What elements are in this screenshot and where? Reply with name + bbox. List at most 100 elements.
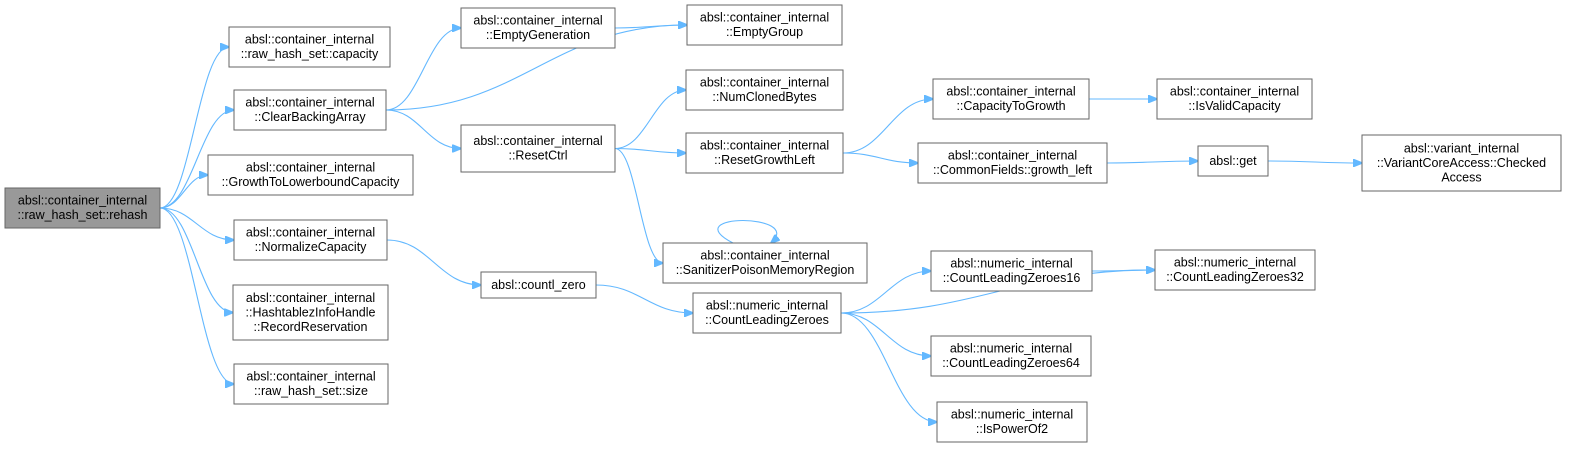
node-label-line: ::CountLeadingZeroes <box>705 313 829 327</box>
node-emptyGroup[interactable]: absl::container_internal::EmptyGroup <box>686 4 843 46</box>
edge-resetCtrl-to-numCloned <box>614 90 686 150</box>
node-label-line: ::EmptyGroup <box>726 25 803 39</box>
node-box <box>1361 134 1562 192</box>
node-rehash[interactable]: absl::container_internal::raw_hash_set::… <box>4 187 161 229</box>
edge-resetCtrl-to-resetGrowth <box>614 147 686 154</box>
node-label-line: ::CountLeadingZeroes16 <box>943 271 1081 285</box>
node-label-line: ::IsValidCapacity <box>1188 99 1281 113</box>
node-clearBacking[interactable]: absl::container_internal::ClearBackingAr… <box>233 89 387 131</box>
node-isPow2[interactable]: absl::numeric_internal::IsPowerOf2 <box>936 401 1088 443</box>
edge-clz-to-clz16 <box>840 271 931 314</box>
node-label-line: absl::container_internal <box>473 14 602 28</box>
node-box <box>692 292 842 334</box>
node-label-line: ::HashtablezInfoHandle <box>246 305 376 319</box>
edge-get-to-checkedAccess <box>1267 161 1362 163</box>
node-label-line: ::CountLeadingZeroes32 <box>1166 270 1304 284</box>
node-checkedAccess[interactable]: absl::variant_internal::VariantCoreAcces… <box>1361 134 1562 192</box>
node-box <box>207 154 414 196</box>
edge-resetGrowth-to-capToGrowth <box>842 99 933 154</box>
node-label-line: absl::container_internal <box>246 370 375 384</box>
node-label-line: ::CapacityToGrowth <box>956 99 1065 113</box>
node-resetCtrl[interactable]: absl::container_internal::ResetCtrl <box>460 124 616 173</box>
node-label-line: absl::container_internal <box>700 76 829 90</box>
edge-clearBacking-to-emptyGroup <box>385 25 687 111</box>
edge-rehash-to-size <box>159 207 234 384</box>
node-label-line: ::NormalizeCapacity <box>255 240 368 254</box>
edge-rehash-to-capacity <box>159 47 229 209</box>
node-size[interactable]: absl::container_internal::raw_hash_set::… <box>233 363 389 405</box>
node-box <box>686 4 843 46</box>
node-label-line: absl::container_internal <box>246 226 375 240</box>
edge-resetGrowth-to-growthLeft <box>842 152 918 163</box>
node-capToGrowth[interactable]: absl::container_internal::CapacityToGrow… <box>932 78 1090 120</box>
edge-resetCtrl-to-sanitizer <box>614 147 663 264</box>
edge-rehash-to-recordRes <box>159 207 233 313</box>
edge-layer <box>159 25 1362 422</box>
node-label-line: absl::numeric_internal <box>950 257 1072 271</box>
node-label-line: absl::container_internal <box>946 85 1075 99</box>
node-label-line: ::ResetCtrl <box>508 149 567 163</box>
node-layer: absl::container_internal::raw_hash_set::… <box>4 4 1562 443</box>
node-box <box>936 401 1088 443</box>
node-box <box>685 132 844 174</box>
node-label-line: absl::container_internal <box>700 249 829 263</box>
node-label-line: absl::numeric_internal <box>1174 256 1296 270</box>
edge-clearBacking-to-emptyGen <box>385 28 461 111</box>
node-normalize[interactable]: absl::container_internal::NormalizeCapac… <box>233 219 388 261</box>
node-box <box>930 250 1093 292</box>
node-label-line: absl::numeric_internal <box>950 342 1072 356</box>
node-box <box>917 142 1108 184</box>
node-sanitizer[interactable]: absl::container_internal::SanitizerPoiso… <box>662 242 868 284</box>
node-clz32[interactable]: absl::numeric_internal::CountLeadingZero… <box>1154 249 1316 291</box>
node-label-line: ::VariantCoreAccess::Checked <box>1377 156 1546 170</box>
node-numCloned[interactable]: absl::container_internal::NumClonedBytes <box>685 69 844 111</box>
edge-clz16-to-clz32 <box>1091 270 1155 271</box>
node-label-line: ::ResetGrowthLeft <box>714 153 815 167</box>
node-label-line: ::IsPowerOf2 <box>976 422 1048 436</box>
node-label-line: ::CommonFields::growth_left <box>933 163 1093 177</box>
node-label-line: ::EmptyGeneration <box>486 28 590 42</box>
edge-emptyGen-to-emptyGroup <box>614 25 687 28</box>
node-box <box>460 124 616 173</box>
node-label-line: ::NumClonedBytes <box>712 90 816 104</box>
node-clz[interactable]: absl::numeric_internal::CountLeadingZero… <box>692 292 842 334</box>
node-label-line: absl::container_internal <box>246 161 375 175</box>
node-isValidCap[interactable]: absl::container_internal::IsValidCapacit… <box>1156 78 1313 120</box>
node-label-line: absl::container_internal <box>245 33 374 47</box>
node-box <box>930 335 1092 377</box>
node-box <box>932 78 1090 120</box>
node-growthLeft[interactable]: absl::container_internal::CommonFields::… <box>917 142 1108 184</box>
node-label-line: ::SanitizerPoisonMemoryRegion <box>676 263 855 277</box>
node-box <box>232 284 389 341</box>
node-label-line: absl::container_internal <box>700 139 829 153</box>
node-box <box>685 69 844 111</box>
node-clz64[interactable]: absl::numeric_internal::CountLeadingZero… <box>930 335 1092 377</box>
node-label-line: absl::get <box>1209 154 1257 168</box>
node-capacity[interactable]: absl::container_internal::raw_hash_set::… <box>228 26 391 68</box>
node-get[interactable]: absl::get <box>1197 145 1269 177</box>
node-box <box>4 187 161 229</box>
node-label-line: absl::container_internal <box>246 291 375 305</box>
node-box <box>233 219 388 261</box>
node-emptyGen[interactable]: absl::container_internal::EmptyGeneratio… <box>460 7 616 49</box>
node-recordRes[interactable]: absl::container_internal::HashtablezInfo… <box>232 284 389 341</box>
node-countlZero[interactable]: absl::countl_zero <box>480 271 597 299</box>
node-label-line: absl::container_internal <box>700 11 829 25</box>
node-label-line: absl::container_internal <box>948 149 1077 163</box>
node-box <box>460 7 616 49</box>
node-box <box>662 242 868 284</box>
node-box <box>1156 78 1313 120</box>
node-resetGrowth[interactable]: absl::container_internal::ResetGrowthLef… <box>685 132 844 174</box>
node-label-line: absl::variant_internal <box>1404 141 1519 155</box>
node-label-line: absl::countl_zero <box>491 278 586 292</box>
node-clz16[interactable]: absl::numeric_internal::CountLeadingZero… <box>930 250 1093 292</box>
node-label-line: absl::container_internal <box>18 194 147 208</box>
node-label-line: Access <box>1441 170 1481 184</box>
edge-clearBacking-to-resetCtrl <box>385 109 461 149</box>
node-box <box>228 26 391 68</box>
edge-sanitizer-to-sanitizer <box>717 219 777 244</box>
node-growthLB[interactable]: absl::container_internal::GrowthToLowerb… <box>207 154 414 196</box>
edge-clz-to-isPow2 <box>840 312 937 422</box>
node-box <box>1197 145 1269 177</box>
